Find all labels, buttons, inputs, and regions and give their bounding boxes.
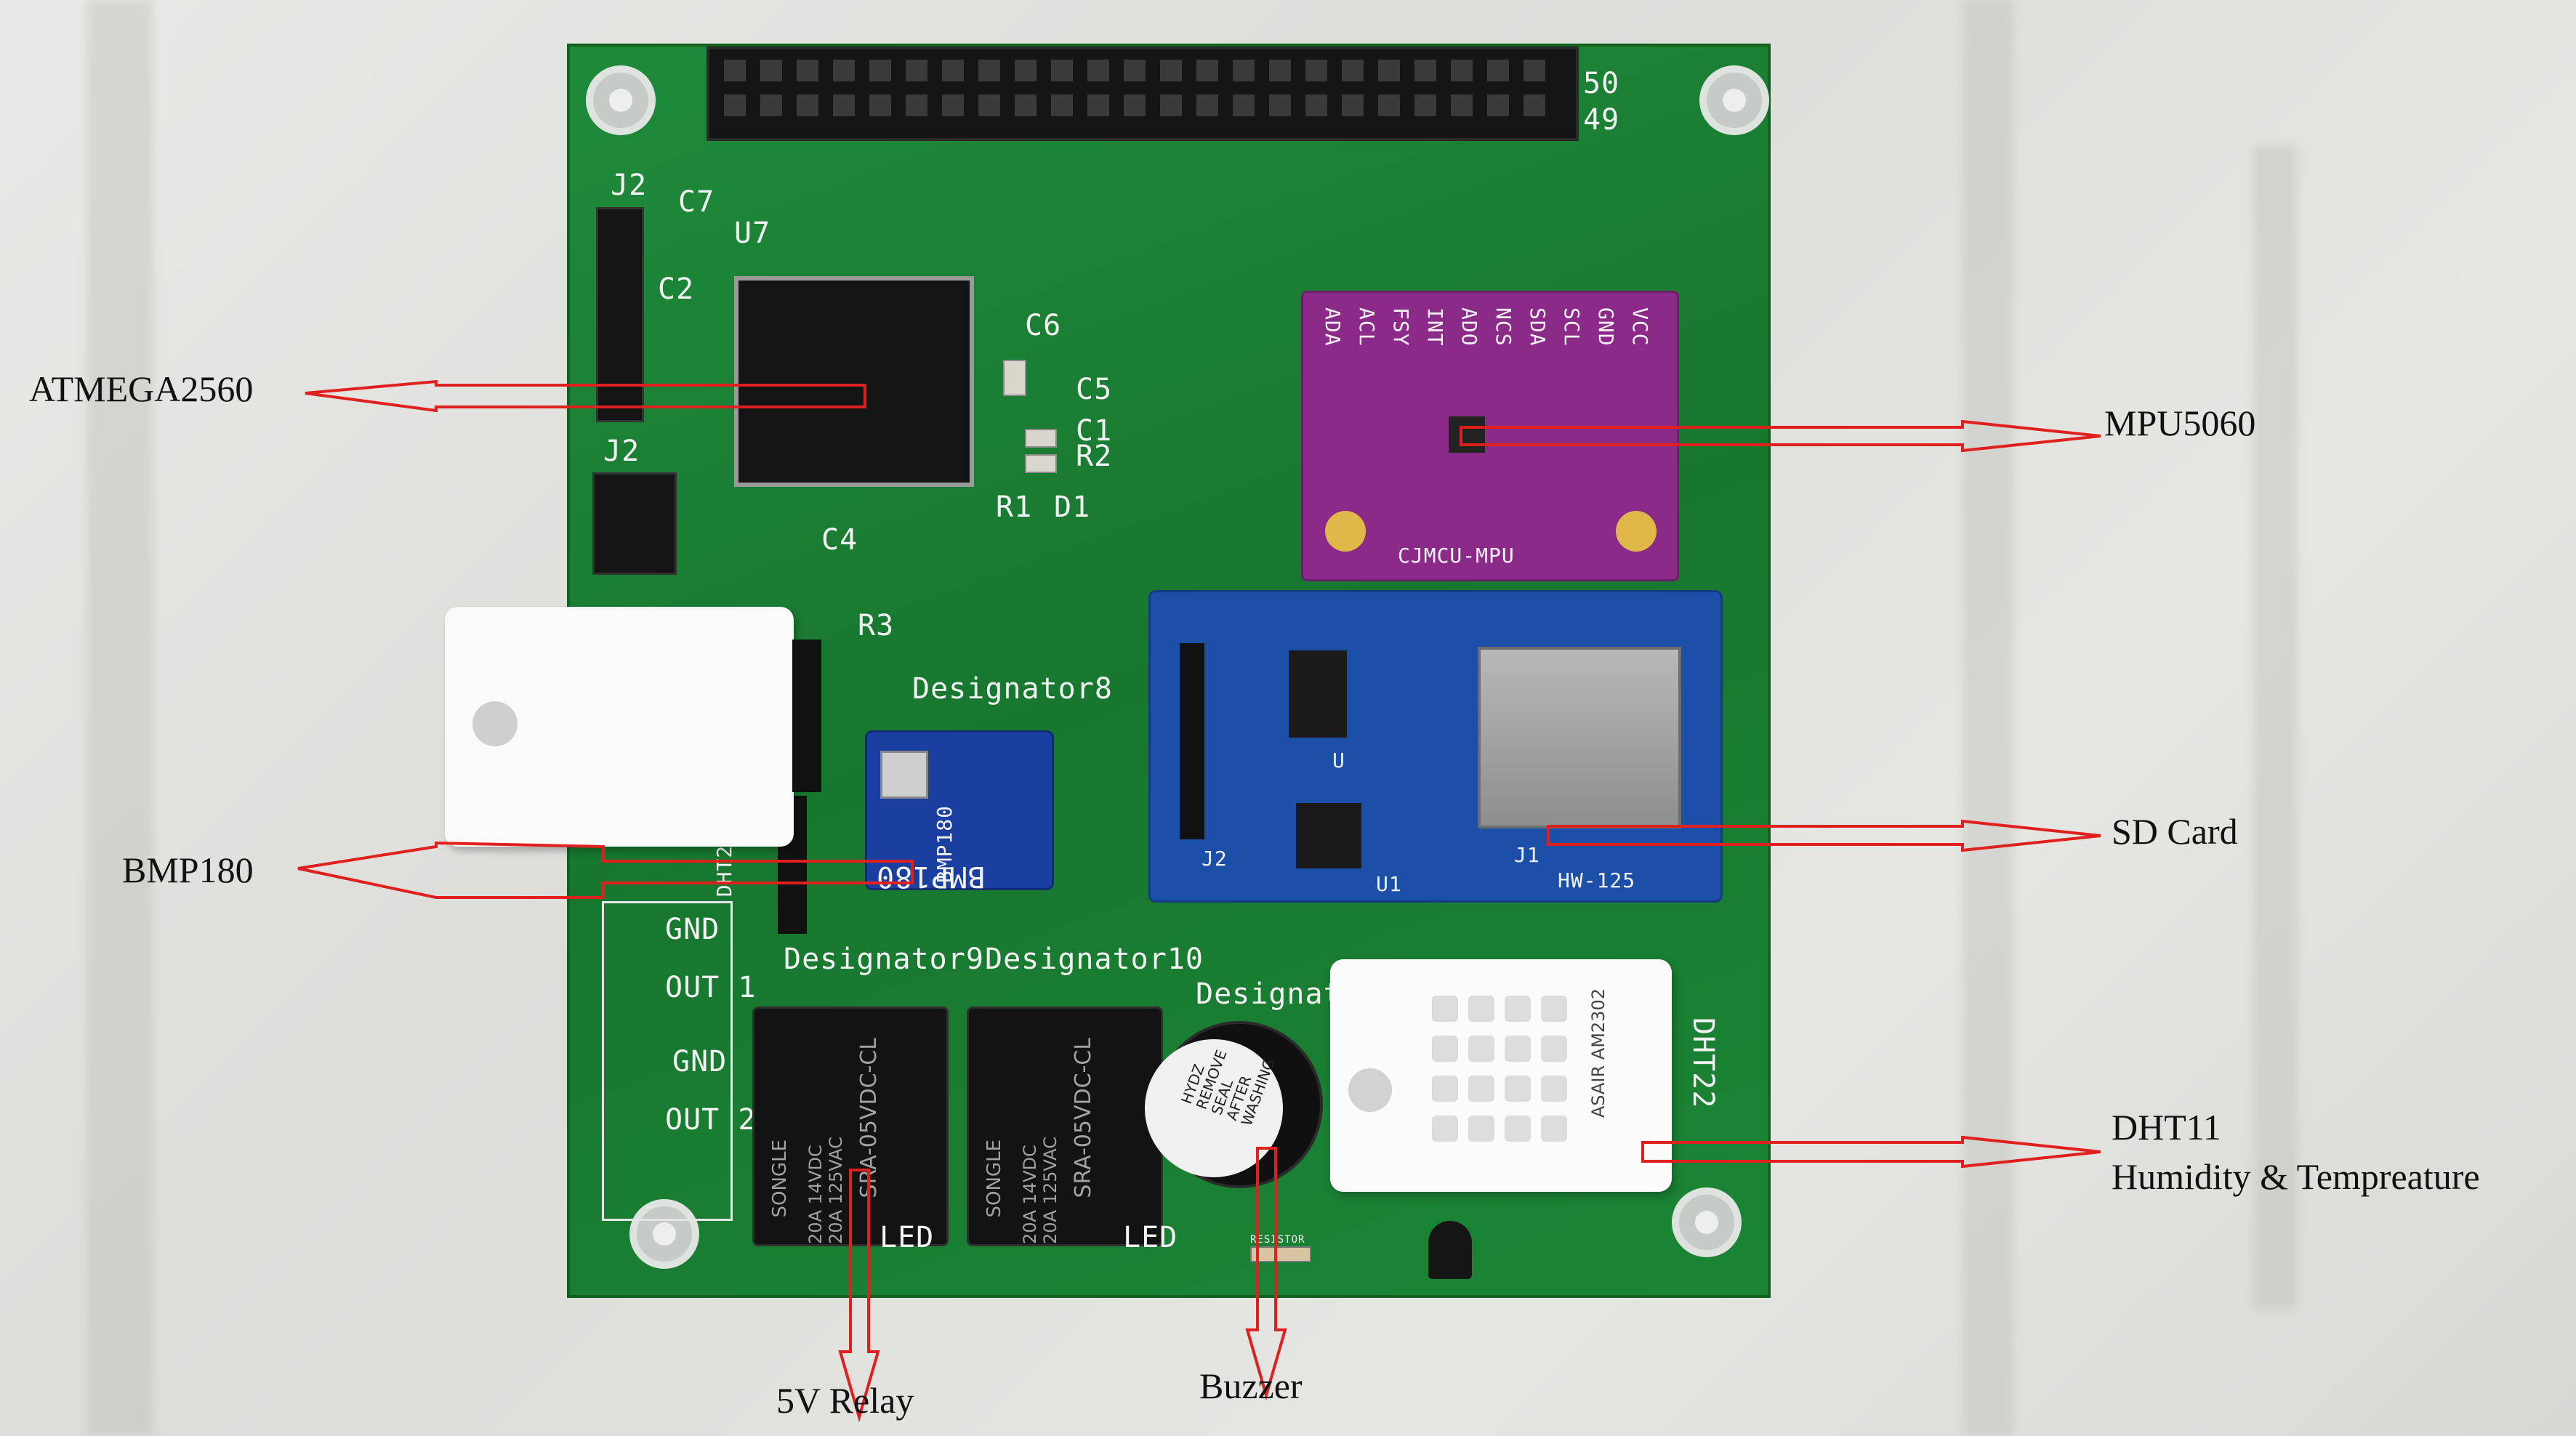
silk-r1: R1 bbox=[996, 491, 1033, 524]
smd-component bbox=[1025, 454, 1057, 473]
atmega2560-chip bbox=[734, 276, 974, 487]
j2-small-header bbox=[592, 472, 677, 575]
mounting-hole bbox=[1699, 65, 1769, 135]
mpu-mount-hole bbox=[1616, 511, 1657, 552]
arrow-sd bbox=[1547, 819, 2101, 852]
silk-designator9: Designator9 bbox=[784, 943, 984, 976]
arrow-mpu bbox=[1460, 419, 2101, 453]
dht-mount-hole bbox=[472, 701, 518, 746]
mpu-module: ADA ACL FSY INT ADO NCS SDA SCL GND VCC … bbox=[1301, 291, 1679, 581]
mpu-pin-label: SDA bbox=[1526, 307, 1550, 347]
label-buzzer: Buzzer bbox=[1199, 1366, 1303, 1406]
sd-regulator bbox=[1289, 650, 1347, 738]
dht22-sensor: ASAIR AM2302 bbox=[1330, 959, 1672, 1192]
mpu-pin-label: ADO bbox=[1457, 307, 1481, 347]
arrow-buzzer bbox=[1245, 1147, 1287, 1401]
mounting-hole bbox=[586, 65, 656, 135]
sd-u1: U1 bbox=[1376, 872, 1402, 896]
label-mpu5060: MPU5060 bbox=[2104, 403, 2256, 443]
buzzer-sticker: HYDZ REMOVE SEAL AFTER WASHING bbox=[1145, 1039, 1283, 1177]
label-atmega2560: ATMEGA2560 bbox=[29, 368, 254, 409]
mpu-pin-label: SCL bbox=[1560, 307, 1584, 347]
mpu-pin-label: GND bbox=[1594, 307, 1618, 347]
label-dht11: DHT11 bbox=[2112, 1107, 2221, 1147]
silk-j2-top: J2 bbox=[611, 169, 648, 202]
silk-d1: D1 bbox=[1054, 491, 1091, 524]
mpu-pin-label: NCS bbox=[1492, 307, 1516, 347]
label-sd-card: SD Card bbox=[2112, 811, 2238, 852]
arrow-bmp180 bbox=[297, 841, 914, 899]
mpu-pin-labels: ADA ACL FSY INT ADO NCS SDA SCL GND VCC bbox=[1321, 307, 1652, 347]
dht-side-pins bbox=[792, 640, 821, 792]
silk-designator8: Designator8 bbox=[912, 672, 1113, 706]
silk-c2: C2 bbox=[658, 273, 695, 306]
silk-gnd2: GND bbox=[672, 1045, 728, 1078]
silk-c6: C6 bbox=[1025, 309, 1062, 342]
sd-j2: J2 bbox=[1202, 847, 1228, 871]
silk-u7: U7 bbox=[734, 217, 771, 250]
mpu-pin-label: VCC bbox=[1628, 307, 1652, 347]
silk-gnd1: GND bbox=[665, 913, 720, 946]
smd-component bbox=[1025, 429, 1057, 448]
silk-r3: R3 bbox=[858, 609, 895, 642]
label-5v-relay: 5V Relay bbox=[776, 1380, 914, 1421]
arrow-dht bbox=[1641, 1135, 2101, 1169]
silk-c5: C5 bbox=[1076, 373, 1113, 406]
silk-c1: C1 bbox=[1076, 414, 1113, 448]
bmp180-sensor bbox=[880, 751, 928, 799]
fabric-fold bbox=[2253, 145, 2297, 1308]
silk-out2: OUT 2 bbox=[665, 1103, 757, 1137]
silk-c7: C7 bbox=[678, 185, 715, 219]
fabric-fold bbox=[87, 0, 153, 1436]
mpu-pin-label: ACL bbox=[1355, 307, 1379, 347]
mpu-board-name: CJMCU-MPU bbox=[1398, 544, 1515, 568]
silk-j2-bottom: J2 bbox=[603, 435, 640, 468]
mpu-pin-label: INT bbox=[1423, 307, 1447, 347]
sd-u: U bbox=[1332, 749, 1345, 773]
silk-designator10: Designator10 bbox=[985, 943, 1204, 976]
bmp180-module: BMP180 bbox=[865, 730, 1054, 890]
mpu-pin-label: ADA bbox=[1321, 307, 1345, 347]
resistor-component bbox=[1250, 1246, 1311, 1262]
sd-ic bbox=[1296, 803, 1361, 868]
sd-board-name: HW-125 bbox=[1558, 868, 1636, 892]
mounting-hole bbox=[629, 1199, 699, 1269]
silk-dht22: DHT22 bbox=[1686, 1017, 1720, 1109]
pin-header bbox=[707, 47, 1579, 141]
silk-c4: C4 bbox=[821, 523, 858, 557]
relay-2: SRA-05VDC-CL 20A 14VDC 20A 125VAC SONGLE bbox=[967, 1007, 1163, 1246]
silk-led2: LED bbox=[1123, 1221, 1178, 1254]
dht-sensor-side bbox=[445, 607, 794, 847]
mpu-pin-label: FSY bbox=[1389, 307, 1413, 347]
mounting-hole bbox=[1672, 1187, 1742, 1257]
sd-card-module: HW-125 J1 J2 U U1 bbox=[1148, 590, 1723, 903]
dht22-mount-hole bbox=[1348, 1068, 1392, 1112]
arrow-atmega bbox=[305, 379, 866, 413]
label-humidity-temperature: Humidity & Tempreature bbox=[2112, 1156, 2480, 1197]
mpu-mount-hole bbox=[1325, 511, 1366, 552]
silk-led1: LED bbox=[880, 1221, 935, 1254]
sd-card-slot bbox=[1478, 647, 1681, 828]
arrow-relay bbox=[838, 1169, 880, 1423]
transistor bbox=[1428, 1221, 1472, 1279]
fabric-fold bbox=[1963, 0, 2013, 1436]
label-bmp180: BMP180 bbox=[122, 850, 254, 890]
silk-resistor: RESISTOR bbox=[1250, 1234, 1305, 1246]
silk-pin49: 49 bbox=[1583, 103, 1620, 137]
smd-component bbox=[1003, 360, 1026, 396]
silk-pin50: 50 bbox=[1583, 67, 1620, 100]
silk-out1: OUT 1 bbox=[665, 971, 757, 1004]
sd-pin-header bbox=[1180, 643, 1204, 839]
relay-terminal-outline bbox=[602, 901, 733, 1221]
silk-r2: R2 bbox=[1076, 440, 1113, 473]
mpu-sensor-chip bbox=[1449, 416, 1485, 453]
sd-j1: J1 bbox=[1514, 843, 1540, 867]
